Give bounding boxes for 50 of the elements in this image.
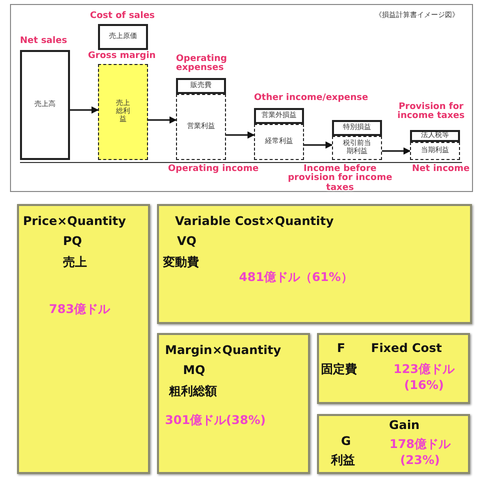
english-label: Other income/expense xyxy=(254,94,368,104)
sales-block xyxy=(17,204,150,474)
tax-box xyxy=(410,130,460,142)
amount-label: 783億ドル xyxy=(49,301,110,318)
amount-label: 481億ドル（61%） xyxy=(239,269,353,286)
item-label: MQ xyxy=(183,363,206,377)
amount-label: 123億ドル (16%) xyxy=(392,361,456,392)
variable-cost-block xyxy=(157,204,472,324)
english-label: Cost of sales xyxy=(90,12,155,22)
item-label: G xyxy=(341,434,351,448)
english-label: Net sales xyxy=(20,37,68,46)
net-income-box xyxy=(410,142,460,160)
arrow xyxy=(70,106,99,114)
cost-box xyxy=(98,24,148,50)
operating-income-box xyxy=(176,94,226,160)
extraordinary-box xyxy=(332,120,382,136)
english-label: Net income xyxy=(412,165,470,174)
english-label: Operating expenses xyxy=(176,55,228,74)
pretax-income-box xyxy=(332,136,382,160)
item-label: Gain xyxy=(389,418,420,432)
item-label: VQ xyxy=(177,234,196,248)
amount-label: 178億ドル (23%) xyxy=(388,436,452,467)
margin-block xyxy=(157,333,310,474)
sales-box xyxy=(20,50,70,160)
english-label: Gross margin xyxy=(88,52,156,62)
gross-margin-box xyxy=(98,64,148,160)
amount-label: 301億ドル(38%) xyxy=(165,412,266,429)
arrow xyxy=(382,147,411,155)
english-label: Provision for income taxes xyxy=(396,103,466,122)
fixed-cost-block xyxy=(317,333,470,404)
other-income-box xyxy=(254,108,304,124)
gain-block xyxy=(317,414,470,474)
english-label: Income before provision for income taxes xyxy=(286,165,394,194)
arrow xyxy=(226,131,255,139)
item-label: 変動費 xyxy=(163,254,199,271)
item-label: 固定費 xyxy=(321,361,357,378)
ordinary-income-box xyxy=(254,124,304,160)
english-label: Operating income xyxy=(168,165,259,174)
arrow xyxy=(304,141,333,149)
item-label: Fixed Cost xyxy=(371,341,442,355)
item-label: 売上 xyxy=(63,254,87,271)
heading: Variable Cost×Quantity xyxy=(175,214,334,228)
item-label: F xyxy=(337,341,346,355)
arrow xyxy=(148,116,177,124)
heading: Margin×Quantity xyxy=(165,343,282,357)
item-label: 利益 xyxy=(331,452,355,469)
item-label: PQ xyxy=(63,234,82,248)
item-label: 粗利総額 xyxy=(169,383,217,400)
heading: Price×Quantity xyxy=(23,214,126,228)
expense-box xyxy=(176,78,226,94)
